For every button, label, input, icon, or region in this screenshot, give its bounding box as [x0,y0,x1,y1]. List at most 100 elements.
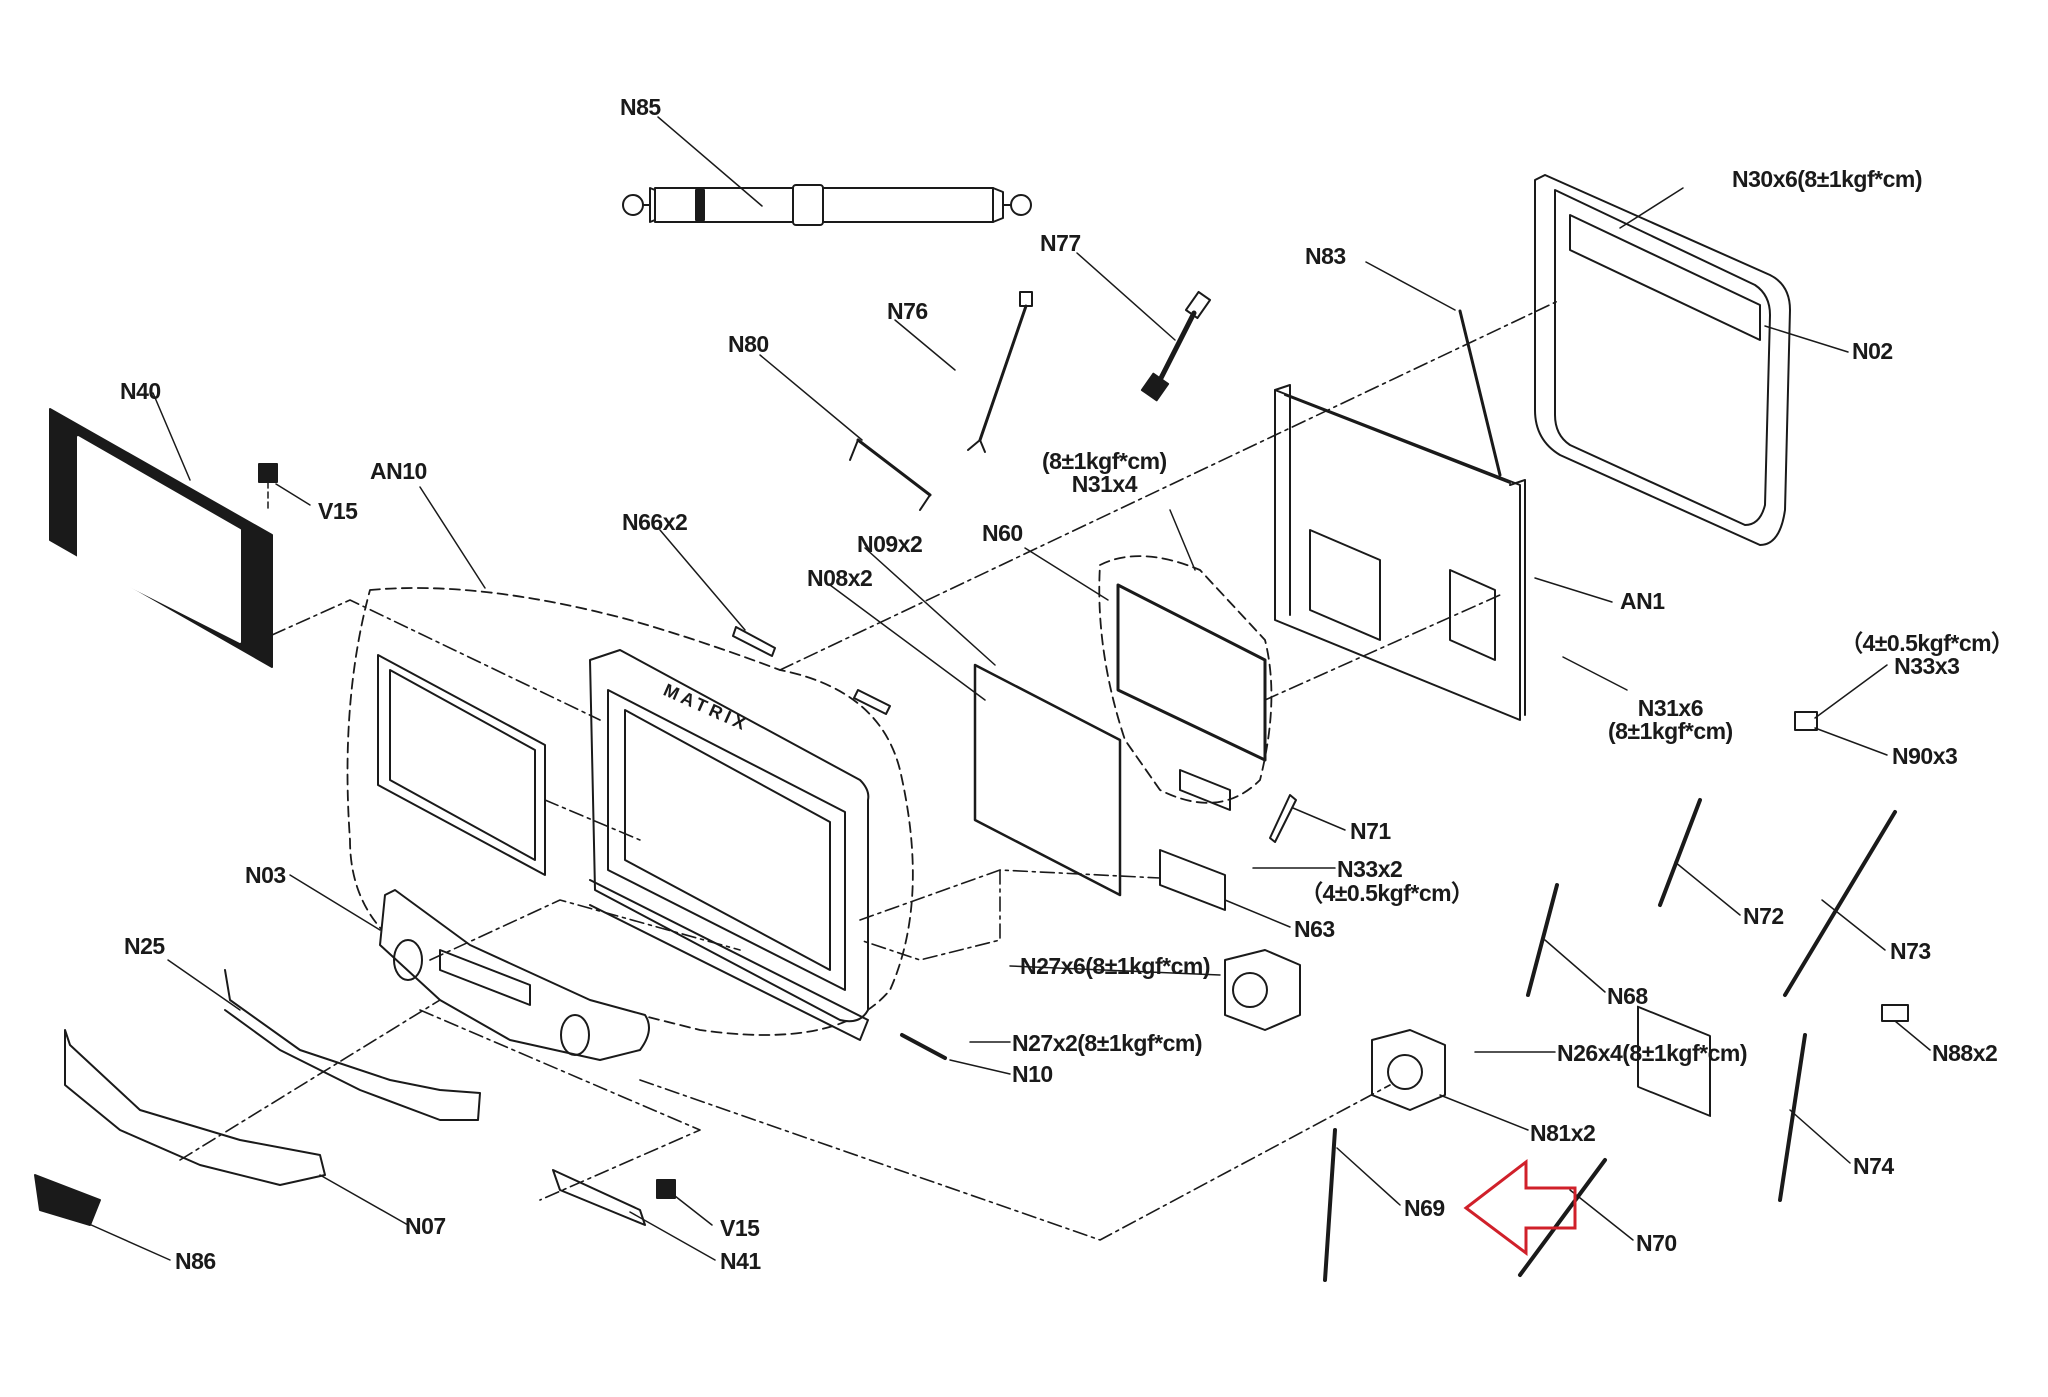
part-n71-flat-cable [1269,794,1297,843]
leader-n71 [1292,807,1346,831]
label-n10: N10 [1012,1061,1053,1087]
part-n25-shield [224,969,481,1121]
label-n26: N26x4(8±1kgf*cm) [1557,1040,1748,1066]
label-n08: N08x2 [807,565,873,591]
leader-n72 [1674,861,1741,916]
label-n09: N09x2 [857,531,923,557]
label-n81: N81x2 [1530,1120,1596,1146]
label-n27x2: N27x2(8±1kgf*cm) [1012,1030,1203,1056]
part-n85-handle-bar [622,184,1032,226]
part-n77-cable [1140,290,1212,402]
leader-n10 [949,1059,1011,1075]
leader-n68 [1544,939,1606,993]
part-n72-cable [1658,798,1702,907]
part-n02-rear-cover [1534,174,1791,1117]
part-console-front-housing: MATRIX [589,649,870,1041]
part-n68-cable [1526,883,1559,997]
part-n70-cable [1518,1158,1607,1277]
leader-n63 [1224,899,1291,928]
label-n07: N07 [405,1213,446,1239]
label-n66: N66x2 [622,509,688,535]
part-n76-cable [967,291,1033,453]
part-n63-board [1159,849,1226,911]
leader-n85 [657,116,763,207]
label-n33x3-group: （4±0.5kgf*cm） N33x3 [1840,632,2014,678]
leader-n90 [1814,727,1888,756]
leader-n74 [1789,1109,1851,1164]
label-n31x6-group: N31x6 (8±1kgf*cm) [1608,697,1733,743]
part-n74-cable [1778,1033,1807,1202]
leader-n60 [1024,547,1109,601]
leader-n66 [659,529,746,631]
label-an1: AN1 [1620,588,1665,614]
label-v15-top: V15 [318,498,358,524]
part-an10-insert-panel [377,654,546,876]
part-n80-sensor-cable [849,438,932,511]
label-n86: N86 [175,1248,216,1274]
leader-n73 [1821,899,1886,951]
part-n83-rod [1458,309,1502,477]
leader-n81 [1439,1094,1529,1131]
label-n33x3-torque: （4±0.5kgf*cm） [1840,630,2014,656]
part-v15-bottom [656,1179,676,1199]
label-n88: N88x2 [1932,1040,1998,1066]
label-n74: N74 [1853,1153,1894,1179]
label-n63: N63 [1294,916,1335,942]
highlight-arrow-icon [1463,1158,1577,1256]
part-n09-glass [973,663,1122,897]
alignment-lines [179,299,1561,1241]
label-n68: N68 [1607,983,1648,1009]
label-v15-bottom: V15 [720,1215,760,1241]
part-n60-display [1116,583,1267,762]
label-n40: N40 [120,378,161,404]
label-n03: N03 [245,862,286,888]
part-n07-cover [64,1029,326,1186]
part-v15-top [258,463,278,483]
leader-n69 [1336,1147,1401,1206]
leader-n40 [152,392,191,481]
leader-n83 [1365,261,1456,311]
label-n33x3: N33x3 [1894,653,1960,679]
leader-n25 [167,959,241,1011]
label-n83: N83 [1305,243,1346,269]
leader-n03 [289,874,381,931]
leader-n31x4 [1169,509,1196,571]
leader-n76 [894,319,956,371]
part-n69-cable [1323,1128,1337,1282]
leader-n77 [1076,252,1176,341]
label-n27x6: N27x6(8±1kgf*cm) [1020,953,1211,979]
label-n33x2-torque: （4±0.5kgf*cm） [1300,880,1474,906]
label-n41: N41 [720,1248,761,1274]
leader-n09 [864,547,996,666]
leader-an10 [419,486,486,589]
label-n31x6: N31x6 [1637,695,1704,721]
label-n60: N60 [982,520,1023,546]
leader-n07 [319,1174,409,1226]
label-n69: N69 [1404,1195,1445,1221]
label-n25: N25 [124,933,165,959]
part-n10-strip [900,1033,947,1060]
label-n72: N72 [1743,903,1784,929]
label-n73: N73 [1890,938,1931,964]
label-n85: N85 [620,94,661,120]
part-n66-clip [732,626,776,657]
part-n90-bracket [1794,711,1818,731]
label-n33x2: N33x2 [1337,856,1403,882]
part-n73-cable [1783,810,1897,997]
leader-an1 [1534,577,1613,603]
label-n31x4-torque: (8±1kgf*cm) [1042,448,1167,474]
label-n02: N02 [1852,338,1893,364]
leader-n80 [759,354,863,441]
leader-n27x6 [1009,965,1221,976]
leader-n08 [829,584,986,701]
part-n88-clip [1881,1004,1909,1022]
label-n30: N30x6(8±1kgf*cm) [1732,166,1923,192]
part-n86-grille [34,1174,101,1226]
part-n81-fan [1371,1029,1446,1111]
label-n31x4-group: (8±1kgf*cm) N31x4 [1042,450,1167,496]
part-an1-bracket [1274,384,1526,721]
leader-n41 [629,1211,716,1261]
part-fan-upper [1224,949,1301,1031]
